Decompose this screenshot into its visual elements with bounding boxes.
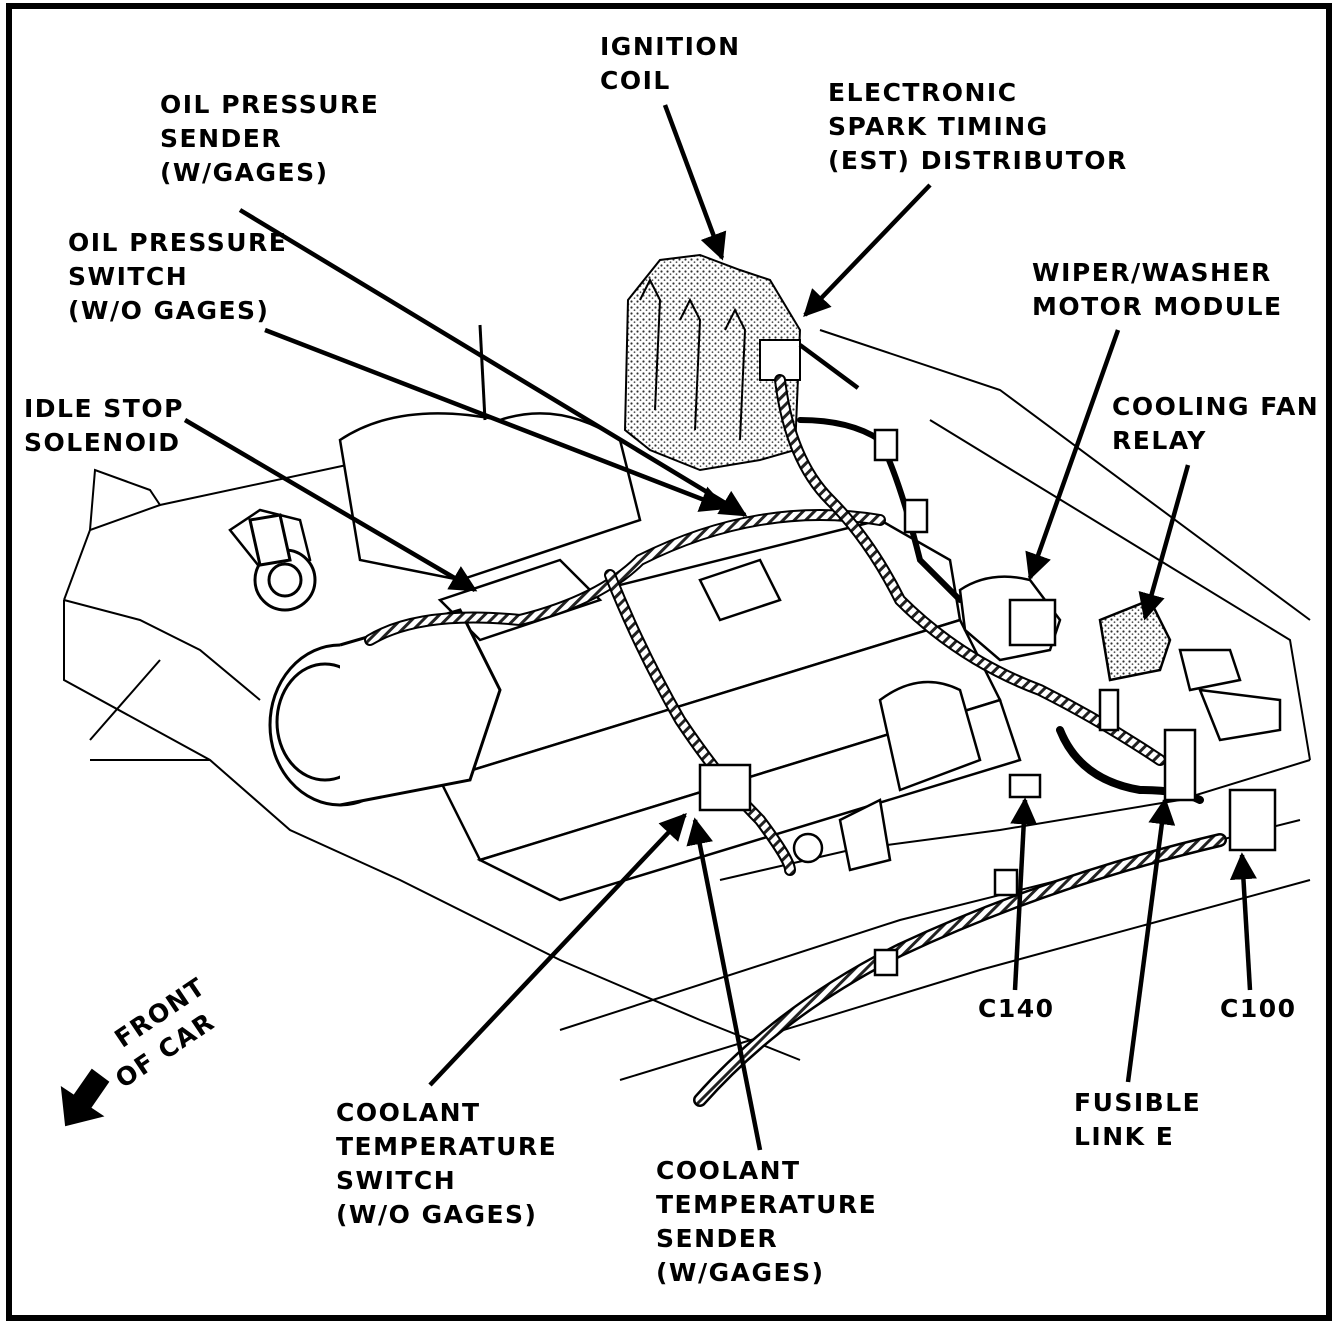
label-c140: C140: [978, 992, 1055, 1026]
wiring-harness: [364, 374, 1227, 1107]
label-coolant-temp-sender: COOLANT TEMPERATURE SENDER (W/GAGES): [656, 1154, 877, 1290]
label-line: (W/GAGES): [656, 1258, 825, 1287]
label-line: C140: [978, 994, 1055, 1023]
label-wiper-washer-module: WIPER/WASHER MOTOR MODULE: [1032, 256, 1283, 324]
arrow-down-left-icon: [60, 1068, 110, 1127]
arrow-idle-stop-solenoid: [183, 418, 478, 592]
label-line: SOLENOID: [24, 428, 181, 457]
arrow-c100: [1229, 852, 1257, 991]
leader-lines: [183, 104, 1257, 1151]
label-line: (W/GAGES): [160, 158, 329, 187]
label-c100: C100: [1220, 992, 1297, 1026]
label-line: (W/O GAGES): [336, 1200, 538, 1229]
label-line: IDLE STOP: [24, 394, 184, 423]
label-line: SPARK TIMING: [828, 112, 1049, 141]
label-oil-pressure-sender: OIL PRESSURE SENDER (W/GAGES): [160, 88, 379, 190]
label-line: OIL PRESSURE: [68, 228, 288, 257]
label-oil-pressure-switch: OIL PRESSURE SWITCH (W/O GAGES): [68, 226, 287, 328]
arrow-est-distributor: [803, 183, 932, 317]
label-line: C100: [1220, 994, 1297, 1023]
arrow-wiper-washer: [1025, 329, 1121, 581]
label-line: SENDER: [160, 124, 283, 153]
label-line: SENDER: [656, 1224, 779, 1253]
label-line: WIPER/WASHER: [1032, 258, 1272, 287]
label-line: MOTOR MODULE: [1032, 292, 1283, 321]
label-line: COIL: [600, 66, 671, 95]
arrow-fusible-link: [1125, 797, 1176, 1083]
arrow-cooling-fan-relay: [1138, 464, 1191, 621]
label-line: COOLANT: [336, 1098, 481, 1127]
label-idle-stop-solenoid: IDLE STOP SOLENOID: [24, 392, 184, 460]
label-line: RELAY: [1112, 426, 1207, 455]
label-line: TEMPERATURE: [656, 1190, 878, 1219]
label-line: ELECTRONIC: [828, 78, 1018, 107]
label-ignition-coil: IGNITION COIL: [600, 30, 741, 98]
components: [698, 428, 1282, 977]
arrow-oil-pressure-switch: [264, 327, 728, 512]
label-line: COOLING FAN: [1112, 392, 1320, 421]
arrow-oil-pressure-sender: [238, 208, 748, 517]
label-coolant-temp-switch: COOLANT TEMPERATURE SWITCH (W/O GAGES): [336, 1096, 557, 1232]
label-fusible-link-e: FUSIBLE LINK E: [1074, 1086, 1201, 1154]
label-line: FUSIBLE: [1074, 1088, 1202, 1117]
frame-border: [6, 3, 1332, 1321]
label-line: OIL PRESSURE: [160, 90, 380, 119]
label-line: TEMPERATURE: [336, 1132, 558, 1161]
arrow-c140: [1010, 797, 1038, 991]
arrow-ignition-coil: [662, 104, 727, 261]
arrow-coolant-switch: [428, 813, 687, 1087]
label-cooling-fan-relay: COOLING FAN RELAY: [1112, 390, 1319, 458]
label-line: IGNITION: [600, 32, 741, 61]
distributor-cap: [478, 253, 802, 472]
label-line: (EST) DISTRIBUTOR: [828, 146, 1128, 175]
label-line: LINK E: [1074, 1122, 1175, 1151]
label-line: SWITCH: [68, 262, 189, 291]
label-est-distributor: ELECTRONIC SPARK TIMING (EST) DISTRIBUTO…: [828, 76, 1128, 178]
arrow-coolant-sender: [686, 817, 763, 1151]
label-line: (W/O GAGES): [68, 296, 270, 325]
label-line: SWITCH: [336, 1166, 457, 1195]
alternator: [248, 513, 502, 807]
label-line: COOLANT: [656, 1156, 801, 1185]
